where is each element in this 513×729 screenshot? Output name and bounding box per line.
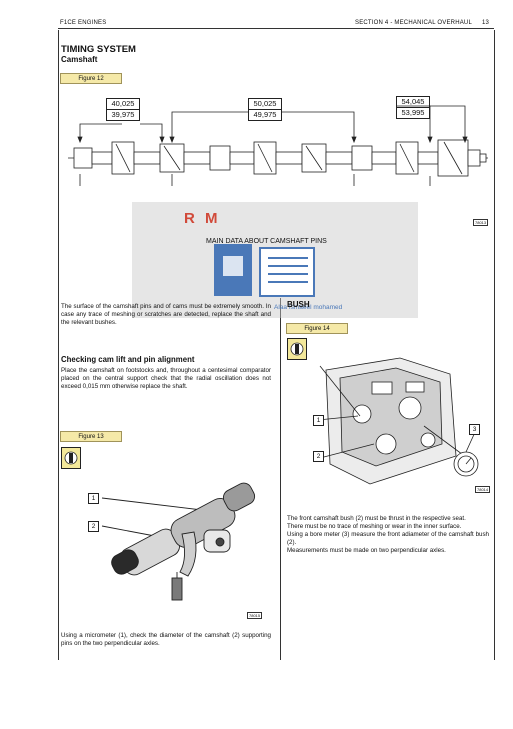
dim-right-min: 53,995 [397,107,429,118]
figure-14-code: 78014 [475,486,491,493]
watermark-letters: R M [184,210,221,227]
figure-14-tool-icon [287,338,307,360]
camshaft-surface-paragraph: The surface of the camshaft pins and of … [61,303,271,326]
dim-mid-max: 50,025 [253,99,277,108]
figure-12-code: 78013 [473,219,489,226]
figure-13-callout-2: 2 [88,521,99,532]
dimension-box-left: 40,025 39,975 [106,98,140,121]
figure-13-caption: Using a micrometer (1), check the diamet… [61,632,271,647]
bush-line-4: Measurements must be made on two perpend… [287,547,446,554]
frame-center-rule [280,298,281,660]
watermark-tag: Alaa Ismaeel mohamed [274,304,343,311]
bush-title: BUSH [287,300,310,309]
figure-13-label: Figure 13 [60,431,122,442]
dimension-box-right: 54,045 53,995 [396,96,430,119]
camshaft-drawing [68,105,488,186]
figure-13-tool-icon [61,447,81,469]
bush-line-2: There must be no trace of meshing or wea… [287,523,462,530]
dim-right-max: 54,045 [401,97,425,106]
header-left: F1CE ENGINES [60,20,107,26]
figure-14-callout-3: 3 [469,424,480,435]
cam-lift-paragraph: Place the camshaft on footstocks and, th… [61,367,271,390]
figure-12-caption: MAIN DATA ABOUT CAMSHAFT PINS [206,238,327,245]
dim-left-min: 39,975 [107,109,139,120]
bush-text: The front camshaft bush (2) must be thru… [287,515,489,555]
figure-14-callout-2: 2 [313,451,324,462]
dim-left-max: 40,025 [111,99,135,108]
header-rule [58,28,494,29]
dimension-box-middle: 50,025 49,975 [248,98,282,121]
dim-mid-min: 49,975 [249,109,281,120]
watermark-logo-icon [214,244,315,297]
bush-line-1: The front camshaft bush (2) must be thru… [287,515,466,522]
section-title: TIMING SYSTEM [61,44,136,55]
section-subtitle: Camshaft [61,55,98,64]
bore-meter-drawing [317,357,479,485]
figure-13-code: 78015 [247,612,263,619]
bush-line-3: Using a bore meter (3) measure the front… [287,531,489,546]
figure-12-label: Figure 12 [60,73,122,84]
header-right: SECTION 4 - MECHANICAL OVERHAUL [355,20,472,26]
header-page-number: 13 [482,20,490,26]
figure-14-callout-1: 1 [313,415,324,426]
figure-13-callout-1: 1 [88,493,99,504]
cam-lift-heading: Checking cam lift and pin alignment [61,355,195,364]
frame-right-rule [494,30,495,660]
watermark: R M Alaa Ismaeel mohamed [132,202,418,318]
frame-left-rule [58,30,59,660]
micrometer-drawing [101,482,256,601]
figure-14-label: Figure 14 [286,323,348,334]
